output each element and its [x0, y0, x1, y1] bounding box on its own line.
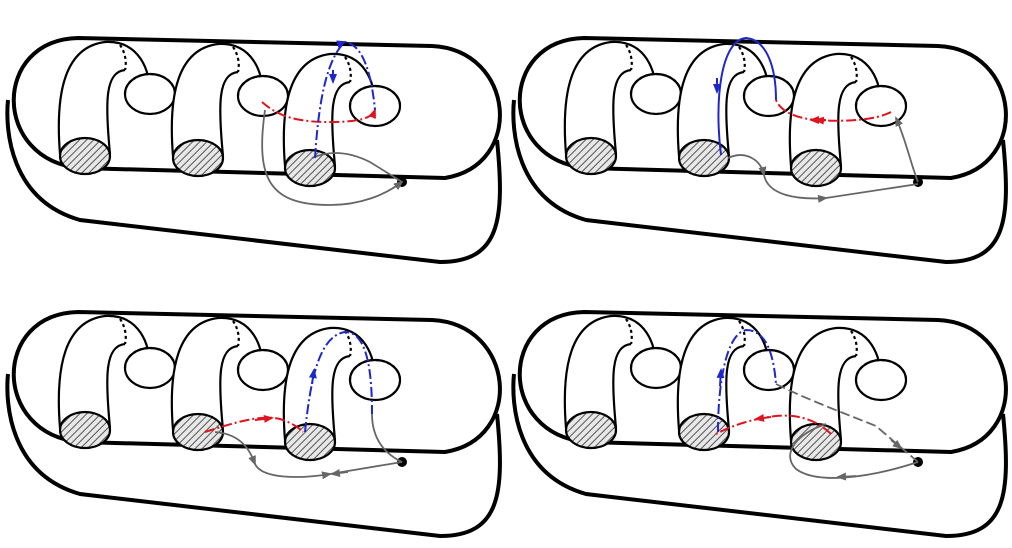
panel-top-left	[0, 0, 506, 274]
panel-top-right-svg	[506, 0, 1012, 274]
panel-top-right	[506, 0, 1012, 274]
panel-bottom-left-svg	[0, 274, 506, 548]
panel-top-left-svg	[0, 0, 506, 274]
panel-bottom-left	[0, 274, 506, 548]
panel-bottom-right	[506, 274, 1012, 548]
panel-bottom-right-svg	[506, 274, 1012, 548]
